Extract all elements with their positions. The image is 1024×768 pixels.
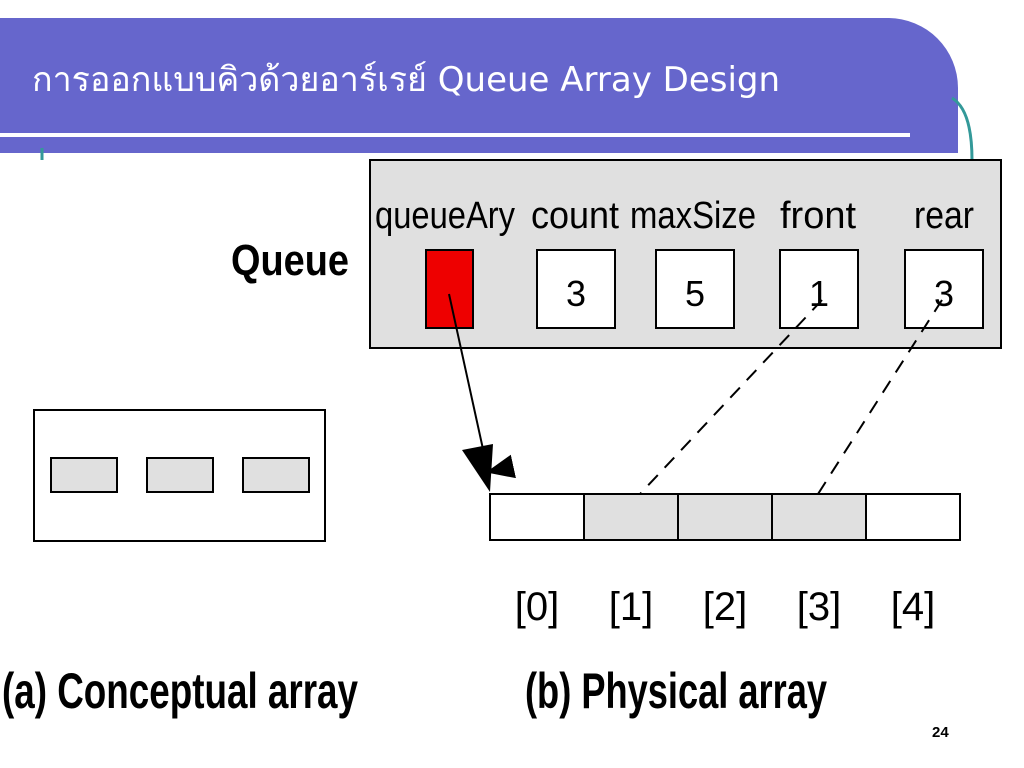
queue-label: Queue [231,236,349,285]
array-index-label: [4] [891,585,935,629]
count-box [536,249,616,329]
field-name-count: count [531,195,619,237]
front-value: 1 [809,273,829,314]
queueary-pointer-arrow [448,293,516,479]
queueary-pointer-box [425,249,474,329]
page-number: 24 [932,724,949,741]
field-name-maxsize: maxSize [630,195,756,237]
front-link-line [639,299,823,495]
array-index-label: [0] [515,585,559,629]
array-index-label: [2] [703,585,747,629]
title-band [0,18,958,153]
maxsize-value: 5 [685,273,705,314]
field-name-front: front [780,195,856,237]
conceptual-array-element [242,457,310,493]
front-box [779,249,859,329]
conceptual-array-element [50,457,118,493]
slide-title: การออกแบบคิวด้วยอาร์เรย์ Queue Array Des… [32,60,781,100]
conceptual-array-elements [50,457,310,493]
rear-box [904,249,984,329]
teal-accent-right [951,96,974,161]
physical-array-cell [771,493,867,541]
array-index-label: [3] [797,585,841,629]
physical-array [489,493,961,541]
array-index-label: [1] [609,585,653,629]
field-name-rear: rear [914,195,974,237]
queueary-arrowhead [462,444,493,492]
conceptual-array-caption: (a) Conceptual array [2,663,358,719]
conceptual-array-element [146,457,214,493]
physical-array-cell [865,493,961,541]
physical-array-cell [583,493,679,541]
field-name-queueary: queueAry [375,195,515,237]
physical-array-indices: [0] [1] [2] [3] [4] [515,585,935,629]
physical-array-cell [677,493,773,541]
count-value: 3 [566,273,586,314]
physical-array-caption: (b) Physical array [525,663,827,719]
physical-array-cell [489,493,585,541]
maxsize-box [655,249,735,329]
title-rule [0,133,910,137]
